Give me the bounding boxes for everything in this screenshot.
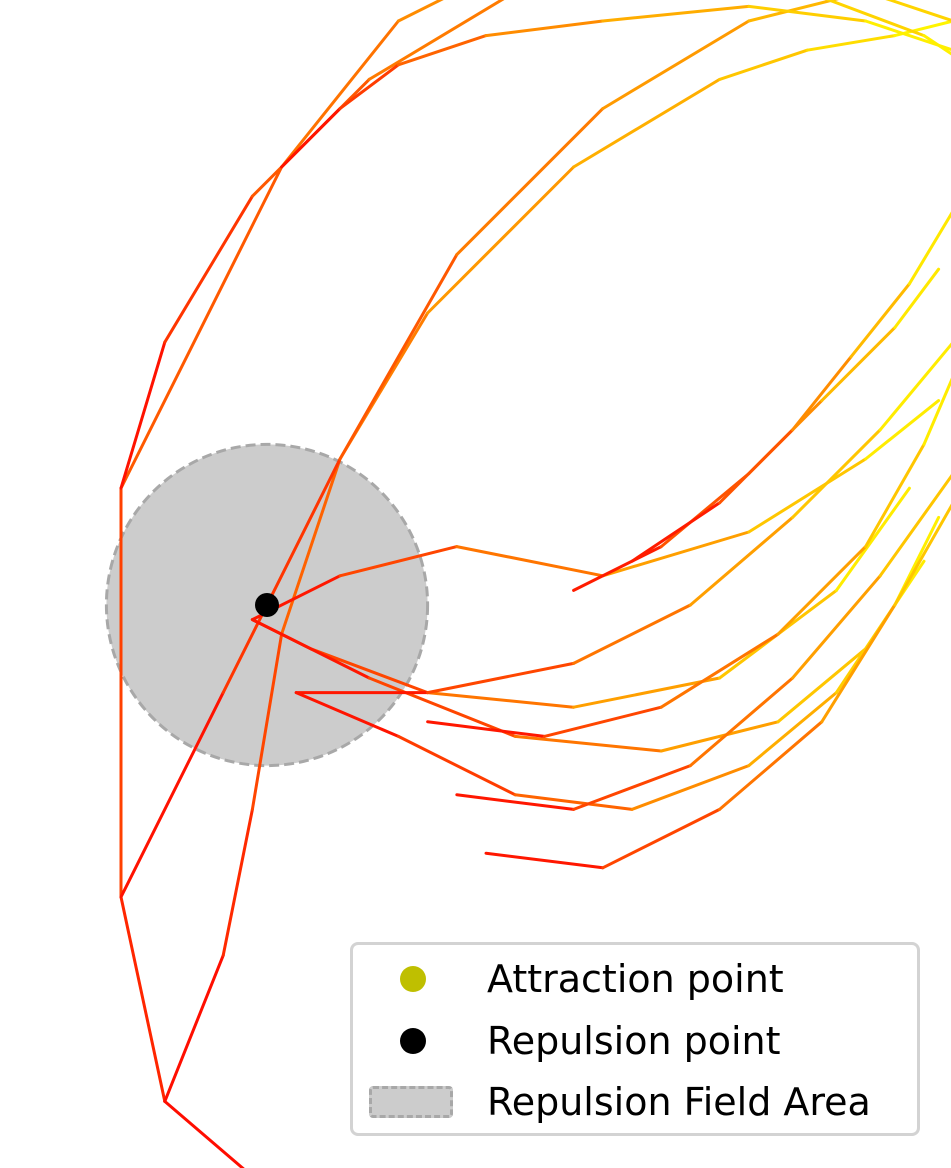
trajectory-11-segment-4: [878, 474, 951, 578]
trajectory-7-segment-1: [367, 676, 517, 738]
point-layer: [255, 593, 279, 617]
trajectory-13-segment-3: [820, 326, 897, 403]
trajectory-6-segment-5: [834, 486, 911, 592]
repulsion-point-marker: [255, 593, 279, 617]
trajectory-3-segment-7: [922, 34, 951, 56]
trajectory-12-segment-1: [601, 807, 722, 870]
trajectory-1-segment-2: [250, 632, 284, 811]
trajectory-2-segment-0: [119, 691, 225, 899]
trajectory-4-segment-2: [396, 34, 488, 67]
trajectory-5-segment-3: [601, 530, 751, 578]
attraction-marker-icon: [400, 966, 426, 992]
trajectory-2-segment-3: [455, 107, 605, 257]
trajectory-13-segment-4: [893, 267, 941, 330]
trajectory-4-segment-1: [338, 63, 400, 111]
trajectory-4-segment-3: [484, 19, 605, 38]
trajectory-9-segment-5: [878, 342, 951, 432]
trajectory-14-segment-0: [630, 501, 722, 563]
legend-label-attraction: Attraction point: [487, 957, 784, 1001]
trajectory-5-segment-1: [338, 545, 459, 578]
trajectory-2-segment-4: [601, 19, 751, 111]
trajectory-8-segment-3: [630, 764, 751, 811]
trajectory-14-segment-4: [907, 211, 951, 286]
repulsion-marker-icon: [400, 1028, 426, 1054]
legend: Attraction point Repulsion point Repulsi…: [350, 942, 920, 1136]
trajectory-13-segment-1: [659, 472, 751, 549]
trajectory-6-segment-2: [426, 691, 576, 709]
trajectory-2-segment-5: [747, 0, 839, 23]
legend-label-repulsion: Repulsion point: [487, 1019, 781, 1063]
trajectory-1-segment-7: [718, 48, 809, 81]
trajectory-11-segment-3: [791, 574, 882, 680]
trajectory-10-segment-1: [542, 705, 663, 738]
trajectory-8-segment-0: [294, 691, 400, 738]
trajectory-11-segment-1: [572, 764, 692, 811]
legend-entry-attraction: Attraction point: [353, 949, 917, 1009]
trajectory-10-segment-5: [922, 377, 951, 446]
trajectory-3-segment-6: [824, 0, 926, 38]
trajectory-12-segment-2: [718, 720, 824, 811]
trajectory-7-segment-2: [513, 734, 663, 753]
trajectory-10-segment-2: [659, 632, 780, 709]
trajectory-3-segment-1: [163, 194, 254, 344]
trajectory-7-segment-0: [250, 618, 371, 680]
legend-entry-field: Repulsion Field Area: [353, 1072, 917, 1132]
trajectory-9-segment-2: [572, 603, 692, 665]
trajectory-9-segment-1: [426, 661, 576, 695]
trajectory-0-segment-0: [163, 1099, 245, 1168]
trajectory-1-segment-3: [280, 457, 342, 636]
trajectory-14-segment-2: [791, 355, 853, 432]
trajectory-8-segment-2: [513, 793, 634, 811]
trajectory-0-segment-3: [119, 165, 284, 490]
trajectory-1-segment-5: [426, 165, 576, 315]
trajectory-5-segment-5: [864, 399, 941, 461]
trajectory-3-segment-3: [367, 0, 505, 81]
trajectory-6-segment-3: [572, 676, 722, 709]
trajectory-9-segment-4: [791, 428, 882, 519]
trajectory-1-segment-1: [221, 807, 254, 957]
trajectory-12-segment-4: [893, 503, 951, 607]
trajectory-layer: [119, 0, 951, 1168]
trajectory-1-segment-0: [163, 953, 225, 1103]
trajectory-3-segment-0: [119, 340, 167, 490]
legend-label-field: Repulsion Field Area: [487, 1080, 871, 1124]
trajectory-11-segment-2: [688, 676, 795, 768]
trajectory-2-segment-2: [338, 253, 459, 461]
trajectory-12-segment-0: [484, 851, 605, 870]
trajectory-7-segment-3: [659, 720, 780, 753]
trajectory-8-segment-4: [747, 691, 838, 768]
trajectory-0-segment-5: [396, 0, 444, 23]
trajectory-10-segment-4: [864, 442, 926, 549]
trajectory-14-segment-3: [849, 282, 911, 359]
trajectory-4-segment-4: [601, 4, 751, 23]
field-patch-icon: [369, 1086, 453, 1118]
trajectory-1-segment-8: [805, 34, 897, 52]
trajectory-14-segment-1: [718, 428, 795, 505]
trajectory-5-segment-4: [747, 457, 868, 534]
trajectory-4-segment-6: [864, 19, 951, 52]
trajectory-11-segment-0: [455, 793, 576, 811]
trajectory-2-segment-1: [221, 457, 342, 695]
legend-entry-repulsion: Repulsion point: [353, 1011, 917, 1071]
trajectory-10-segment-3: [776, 545, 868, 636]
trajectory-4-segment-0: [280, 107, 342, 169]
trajectory-7-segment-4: [776, 647, 868, 724]
trajectory-9-segment-3: [688, 515, 795, 607]
trajectory-2-segment-6: [885, 0, 951, 22]
trajectory-10-segment-0: [426, 720, 546, 738]
trajectory-0-segment-1: [119, 895, 167, 1103]
trajectory-8-segment-1: [396, 734, 517, 797]
trajectory-13-segment-0: [572, 545, 663, 592]
trajectory-1-segment-6: [572, 77, 722, 169]
trajectory-0-segment-4: [280, 19, 400, 169]
trajectory-5-segment-2: [455, 545, 605, 578]
trajectory-4-segment-5: [747, 4, 868, 23]
trajectory-12-segment-3: [820, 603, 897, 724]
trajectory-6-segment-1: [309, 647, 430, 695]
